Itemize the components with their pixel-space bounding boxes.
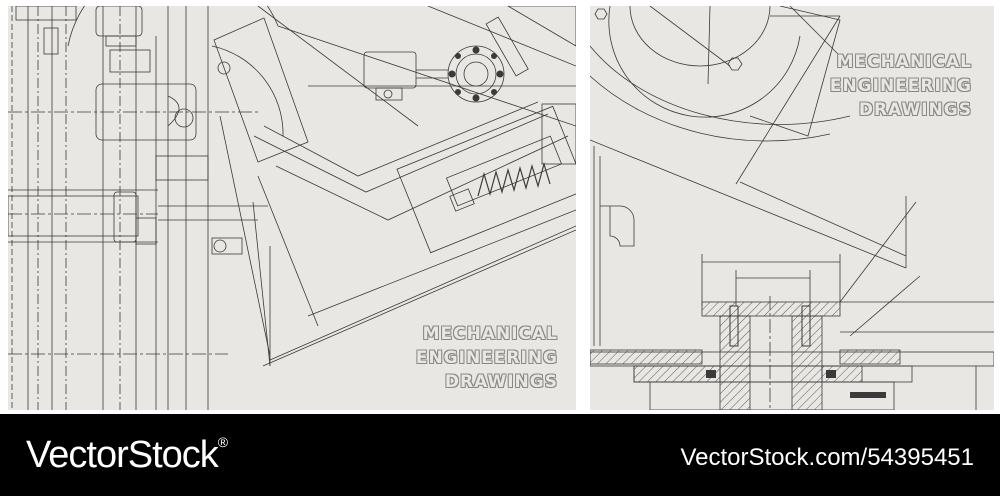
right-caption-line2: ENGINEERING xyxy=(829,76,972,96)
right-caption: MECHANICAL ENGINEERING DRAWINGS xyxy=(830,50,972,122)
left-caption-line3: DRAWINGS xyxy=(444,372,558,392)
left-caption: MECHANICAL ENGINEERING DRAWINGS xyxy=(416,322,558,394)
right-drawing-panel: MECHANICAL ENGINEERING DRAWINGS xyxy=(590,6,994,410)
vectorstock-logo: VectorStock® xyxy=(26,434,228,477)
right-caption-line1: MECHANICAL xyxy=(836,52,972,72)
watermark-footer: VectorStock® VectorStock.com/54395451 xyxy=(0,414,1000,496)
brand-name: VectorStock xyxy=(26,434,219,476)
registered-mark: ® xyxy=(217,434,228,450)
image-id-text: VectorStock.com/54395451 xyxy=(680,444,974,471)
left-technical-drawing xyxy=(8,6,576,410)
right-caption-line3: DRAWINGS xyxy=(858,100,972,120)
left-caption-line1: MECHANICAL xyxy=(422,324,558,344)
left-caption-line2: ENGINEERING xyxy=(415,348,558,368)
left-drawing-panel: MECHANICAL ENGINEERING DRAWINGS xyxy=(8,6,576,410)
right-technical-drawing xyxy=(590,6,994,410)
